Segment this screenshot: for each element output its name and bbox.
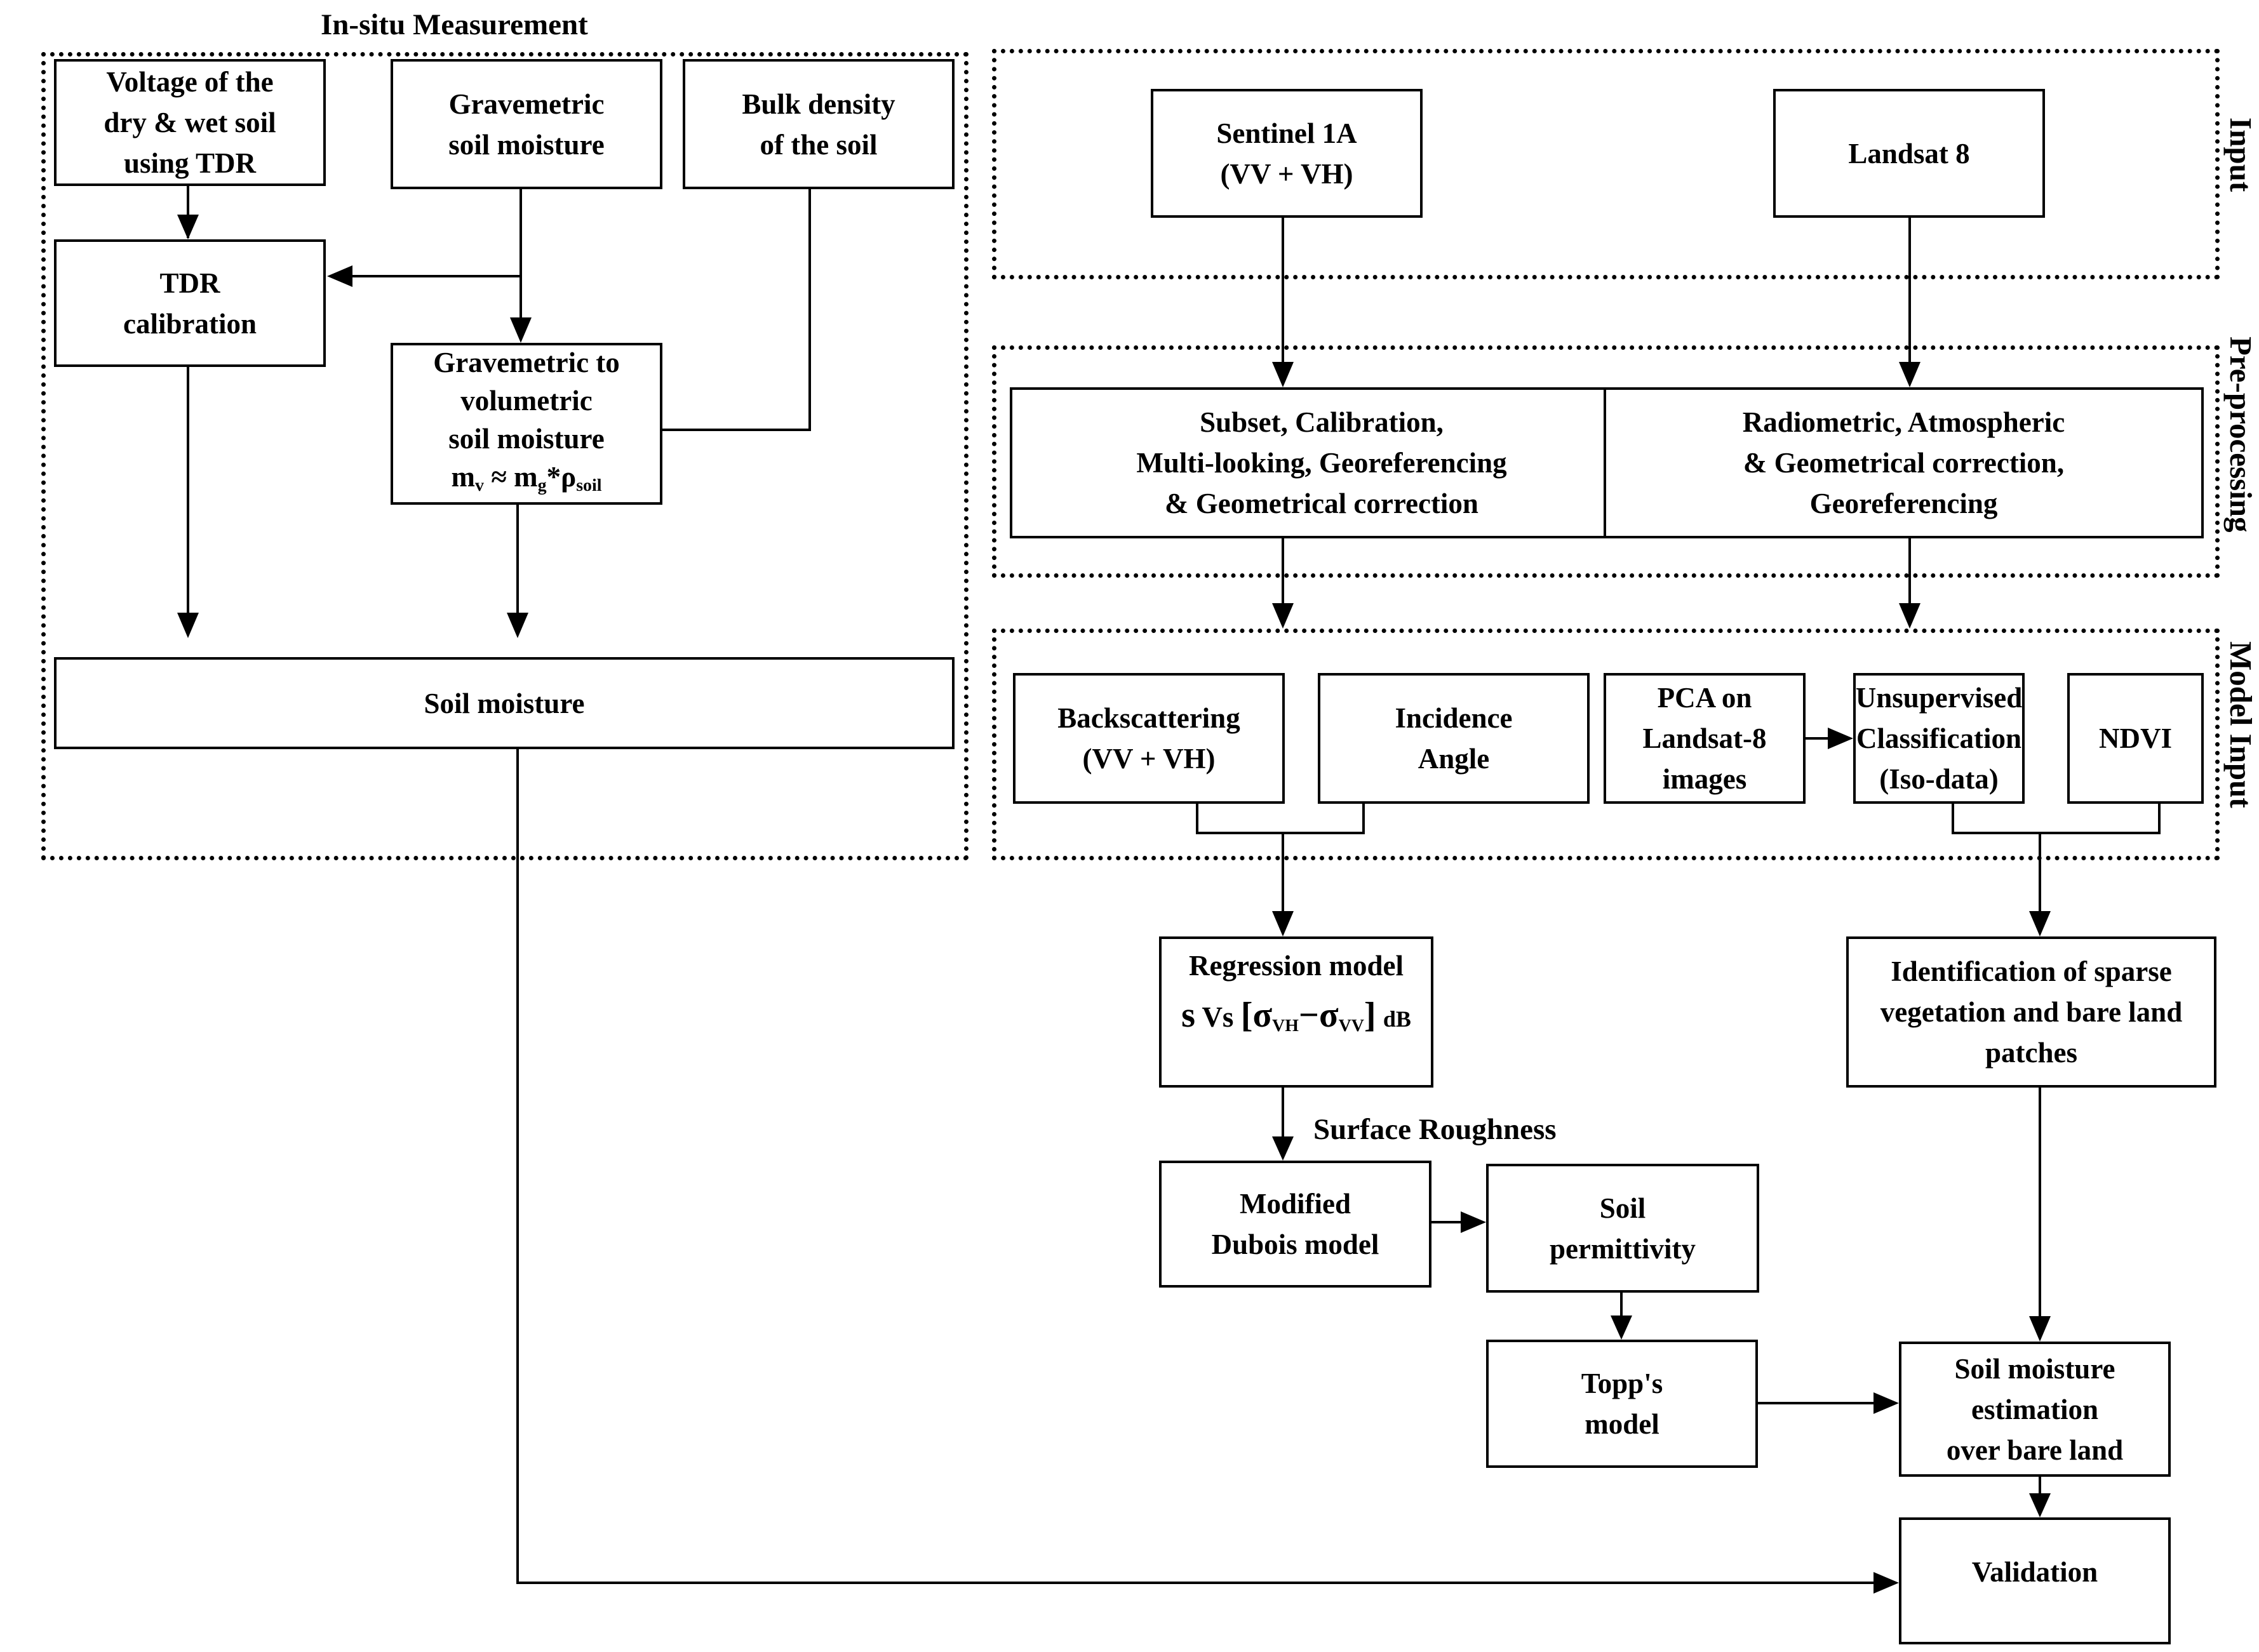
topp-model-box: Topp's model <box>1486 1340 1758 1468</box>
bracket-backscatter-incidence <box>1196 804 1365 834</box>
sentinel-1a-box: Sentinel 1A (VV + VH) <box>1151 89 1423 218</box>
bulk-density-box: Bulk density of the soil <box>683 59 955 189</box>
arrow-soilmoisture-to-validation <box>516 749 1880 1584</box>
landsat-preprocessing-box: Radiometric, Atmospheric & Geometrical c… <box>1604 387 2204 538</box>
unsupervised-classification-box: Unsupervised Classification (Iso-data) <box>1853 673 2025 804</box>
soil-moisture-estimation-box: Soil moisture estimation over bare land <box>1899 1342 2171 1477</box>
pca-box: PCA on Landsat-8 images <box>1604 673 1806 804</box>
soil-moisture-box: Soil moisture <box>54 657 955 749</box>
backscattering-box: Backscattering (VV + VH) <box>1013 673 1285 804</box>
landsat-8-box: Landsat 8 <box>1773 89 2045 218</box>
group-model-input <box>992 629 2220 860</box>
gravimetric-box: Gravemetric soil moisture <box>391 59 662 189</box>
tdr-calibration-box: TDR calibration <box>54 239 326 367</box>
arrow-bulk-to-gravvol <box>645 189 811 431</box>
group-insitu-label: In-situ Measurement <box>321 8 588 41</box>
bracket-unsup-ndvi <box>1952 804 2161 834</box>
grav-to-vol-formula: mv ≈ mg*ρsoil <box>451 460 602 495</box>
ndvi-box: NDVI <box>2067 673 2204 804</box>
group-preprocessing-label: Pre-processing <box>2223 336 2258 533</box>
surface-roughness-label: Surface Roughness <box>1313 1113 1557 1146</box>
group-input-label: Input <box>2223 117 2258 192</box>
sentinel-preprocessing-box: Subset, Calibration, Multi-looking, Geor… <box>1010 387 1633 538</box>
group-insitu <box>41 52 969 860</box>
group-input <box>992 49 2220 279</box>
validation-box: Validation <box>1899 1517 2171 1644</box>
voltage-tdr-box: Voltage of the dry & wet soil using TDR <box>54 59 326 186</box>
soil-permittivity-box: Soil permittivity <box>1486 1164 1759 1293</box>
regression-formula: s Vs [σVH−σVV] dB <box>1181 996 1411 1036</box>
grav-to-vol-box: Gravemetric to volumetric soil moisture … <box>391 343 662 505</box>
incidence-angle-box: Incidence Angle <box>1318 673 1590 804</box>
dubois-model-box: Modified Dubois model <box>1159 1161 1431 1288</box>
group-model-input-label: Model Input <box>2223 641 2258 808</box>
sparse-vegetation-box: Identification of sparse vegetation and … <box>1846 936 2216 1088</box>
regression-model-box: Regression model s Vs [σVH−σVV] dB <box>1159 936 1433 1088</box>
group-preprocessing <box>992 345 2220 578</box>
